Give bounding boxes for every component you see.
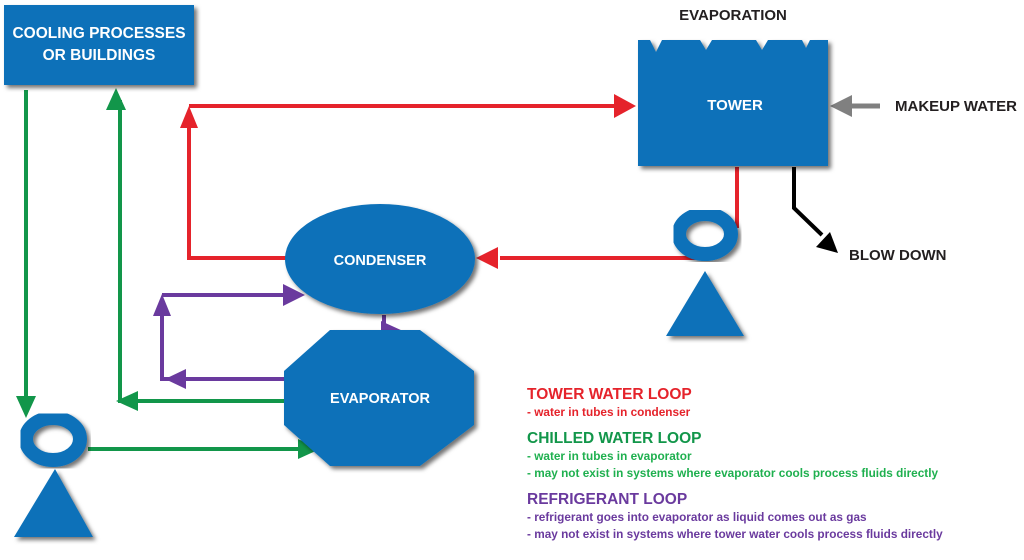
arrow-into-process	[106, 88, 126, 110]
arrow-into-evaporator	[298, 439, 320, 459]
evaporator-to-left-line	[160, 314, 288, 381]
evaporator-to-process-line	[118, 100, 288, 403]
legend: TOWER WATER LOOP - water in tubes in con…	[527, 385, 943, 551]
blow-down-label: BLOW DOWN	[849, 247, 946, 264]
tower-pump-ring	[672, 207, 738, 261]
blow-down-arrowhead	[816, 232, 838, 253]
chilled-pump-ring	[19, 411, 87, 467]
cooling-processes-box	[4, 5, 194, 85]
arrow-back-left-refrigerant	[165, 369, 186, 389]
makeup-water-arrow	[830, 95, 880, 117]
tower-label: TOWER	[707, 97, 763, 114]
legend-note: - refrigerant goes into evaporator as li…	[527, 510, 867, 524]
arrow-into-condenser-refrigerant	[283, 284, 305, 306]
makeup-water-arrowhead	[830, 95, 852, 117]
legend-note: - may not exist in systems where evapora…	[527, 466, 939, 480]
evaporator-octagon	[284, 330, 474, 466]
arrow-into-pump	[16, 396, 36, 418]
tower-node: TOWER	[638, 40, 828, 166]
cooling-processes-label-line2: OR BUILDINGS	[43, 47, 156, 64]
legend-refrigerant-loop: REFRIGERANT LOOP - refrigerant goes into…	[527, 490, 943, 543]
arrow-up-to-return	[180, 106, 198, 128]
chilled-pump-base	[14, 469, 93, 537]
blow-down-line	[792, 167, 824, 237]
legend-chilled-water-loop: CHILLED WATER LOOP - water in tubes in e…	[527, 429, 943, 482]
evaporator-label: EVAPORATOR	[330, 391, 430, 407]
tower-water-pump	[666, 207, 744, 336]
condenser-label: CONDENSER	[334, 253, 427, 269]
chilled-water-arrowheads	[16, 88, 320, 459]
legend-tower-water-loop: TOWER WATER LOOP - water in tubes in con…	[527, 385, 943, 421]
cooling-processes-label-line1: COOLING PROCESSES	[12, 25, 185, 42]
legend-note: - water in tubes in condenser	[527, 405, 691, 419]
legend-title: CHILLED WATER LOOP	[527, 430, 702, 447]
blow-down-arrow	[792, 167, 838, 253]
makeup-water-label: MAKEUP WATER	[895, 98, 1017, 115]
arrow-into-tower	[614, 94, 636, 118]
evaporator-node: EVAPORATOR	[284, 330, 474, 466]
legend-note: - water in tubes in evaporator	[527, 449, 692, 463]
chilled-water-loop	[24, 90, 300, 451]
tower-box	[638, 40, 828, 166]
condenser-ellipse	[285, 204, 475, 314]
legend-note: - may not exist in systems where tower w…	[527, 527, 943, 541]
evaporation-label: EVAPORATION	[679, 7, 787, 24]
condenser-node: CONDENSER	[285, 204, 475, 314]
cooling-processes-node: COOLING PROCESSES OR BUILDINGS	[4, 5, 194, 85]
arrow-back-left	[116, 391, 138, 411]
arrow-up-left	[153, 294, 171, 316]
condenser-to-tower-line	[187, 126, 288, 260]
tower-water-arrowheads	[180, 94, 636, 269]
chilled-water-pump	[14, 411, 93, 537]
legend-title: TOWER WATER LOOP	[527, 386, 692, 403]
tower-pump-base	[666, 271, 744, 336]
legend-title: REFRIGERANT LOOP	[527, 491, 688, 508]
arrow-into-condenser	[476, 247, 498, 269]
